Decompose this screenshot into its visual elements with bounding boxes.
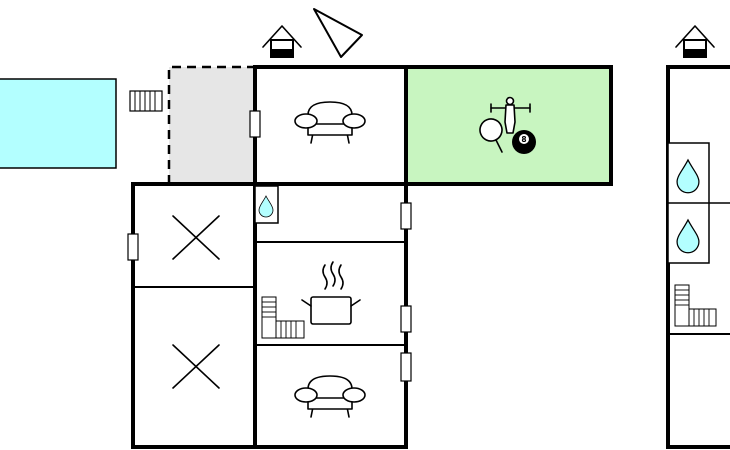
sofa-icon — [294, 101, 366, 144]
house-entrance-icon — [675, 25, 715, 58]
door-living — [400, 352, 412, 382]
walls-lower — [131, 182, 408, 449]
stairs-icon — [261, 296, 305, 339]
door-bathroom — [400, 202, 412, 230]
bedroom-cross-icon — [172, 344, 220, 389]
terrace-area — [167, 65, 255, 184]
stairs-icon — [674, 284, 717, 327]
table-tennis-icon — [479, 118, 503, 153]
sofa-icon — [294, 375, 366, 418]
pool-area — [0, 78, 117, 169]
table-football-icon — [490, 96, 531, 134]
door-terrace — [249, 110, 261, 138]
bedroom-cross-icon — [172, 215, 220, 260]
billiard-8-ball-icon: 8 — [512, 130, 536, 154]
house-entrance-icon — [262, 25, 302, 58]
door-left-bedroom — [127, 233, 139, 261]
north-arrow-icon — [313, 8, 363, 58]
door-kitchen — [400, 305, 412, 333]
bathroom-right — [667, 142, 730, 264]
cooking-pot-icon — [301, 261, 361, 325]
shower-box — [254, 185, 279, 224]
stairs-icon — [129, 90, 163, 112]
billiard-ball-number: 8 — [521, 135, 526, 144]
